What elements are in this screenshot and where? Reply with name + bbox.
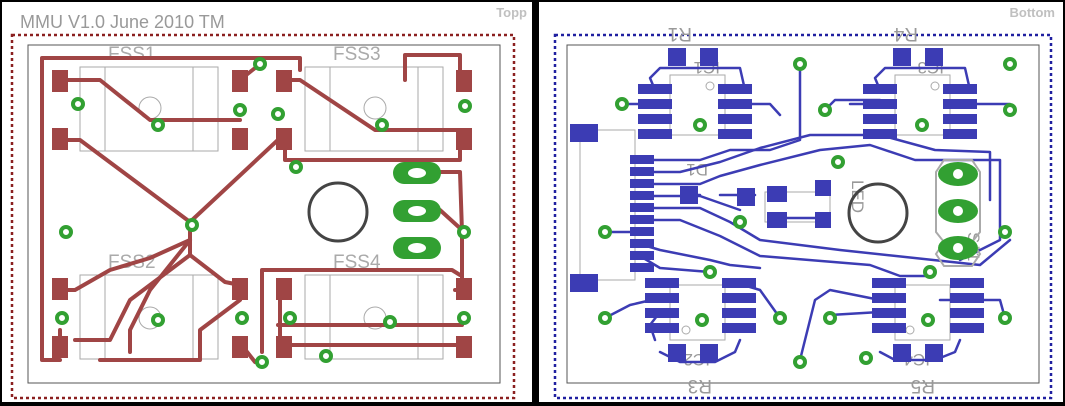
fss3-circle (363, 96, 387, 120)
via (185, 218, 199, 232)
via (1003, 103, 1017, 117)
top-pads (52, 70, 472, 358)
pad (456, 336, 472, 358)
via (1003, 57, 1017, 71)
top-vias (55, 57, 472, 369)
pad (276, 70, 292, 92)
top-board-outline (27, 44, 501, 384)
via (733, 215, 747, 229)
r4-label: R4 (893, 23, 918, 44)
pad (276, 336, 292, 358)
pad (232, 128, 248, 150)
top-board-border (10, 33, 516, 400)
via (71, 97, 85, 111)
pad (456, 278, 472, 300)
d1-label: D1 (686, 160, 708, 179)
top-panel-background (2, 2, 532, 402)
via (255, 355, 269, 369)
pad (52, 70, 68, 92)
sj1-jumper (934, 159, 982, 267)
d1-outline (764, 191, 831, 223)
pad (276, 128, 292, 150)
r5-label: R5 (911, 375, 935, 396)
via (915, 118, 929, 132)
pad (52, 128, 68, 150)
via (151, 118, 165, 132)
via (793, 355, 807, 369)
pad (232, 70, 248, 92)
via (283, 311, 297, 325)
via (823, 311, 837, 325)
via (695, 313, 709, 327)
via (253, 57, 267, 71)
via (375, 118, 389, 132)
via (233, 103, 247, 117)
r1-label: R1 (668, 23, 692, 44)
fss4-outline (304, 274, 444, 360)
via (271, 107, 285, 121)
fss3-label: FSS3 (333, 44, 381, 65)
bottom-layer-label: Bottom (1010, 5, 1056, 20)
pad (52, 278, 68, 300)
board-title: MMU V1.0 June 2010 TM (20, 12, 225, 32)
fss4-label: FSS4 (333, 252, 381, 273)
via (319, 349, 333, 363)
via (831, 155, 845, 169)
via (773, 311, 787, 325)
top-mounting-hole (307, 181, 369, 243)
via (457, 225, 471, 239)
bottom-mounting-hole (847, 182, 909, 244)
top-layer-panel: MMU V1.0 June 2010 TM Topp FSS1 FSS3 FSS… (2, 2, 532, 402)
via (615, 97, 629, 111)
r3-label: R3 (688, 375, 712, 396)
top-connector (393, 162, 441, 259)
via (598, 311, 612, 325)
bottom-layer-panel: Bottom R1 R4 IC1 IC3 D1 R3 IC2 R5 IC4 LE… (539, 2, 1063, 402)
via (457, 311, 471, 325)
fss1-label: FSS1 (108, 44, 156, 65)
via (458, 99, 472, 113)
via (289, 160, 303, 174)
pad (232, 336, 248, 358)
via (921, 313, 935, 327)
pad (232, 278, 248, 300)
via (793, 57, 807, 71)
via (235, 311, 249, 325)
pad (276, 278, 292, 300)
pad (52, 336, 68, 358)
bottom-board-border (553, 33, 1053, 400)
via (998, 311, 1012, 325)
via (598, 225, 612, 239)
via (998, 225, 1012, 239)
via (693, 118, 707, 132)
bottom-board-outline (566, 44, 1040, 384)
pad (456, 70, 472, 92)
fss3-outline (304, 66, 444, 152)
via (55, 311, 69, 325)
via (859, 351, 873, 365)
via (151, 313, 165, 327)
bottom-vias (598, 57, 1017, 369)
via (59, 225, 73, 239)
bottom-pads (570, 48, 984, 362)
via (923, 265, 937, 279)
pad (456, 128, 472, 150)
top-layer-label: Topp (496, 5, 527, 20)
via (383, 315, 397, 329)
via (818, 103, 832, 117)
via (703, 265, 717, 279)
